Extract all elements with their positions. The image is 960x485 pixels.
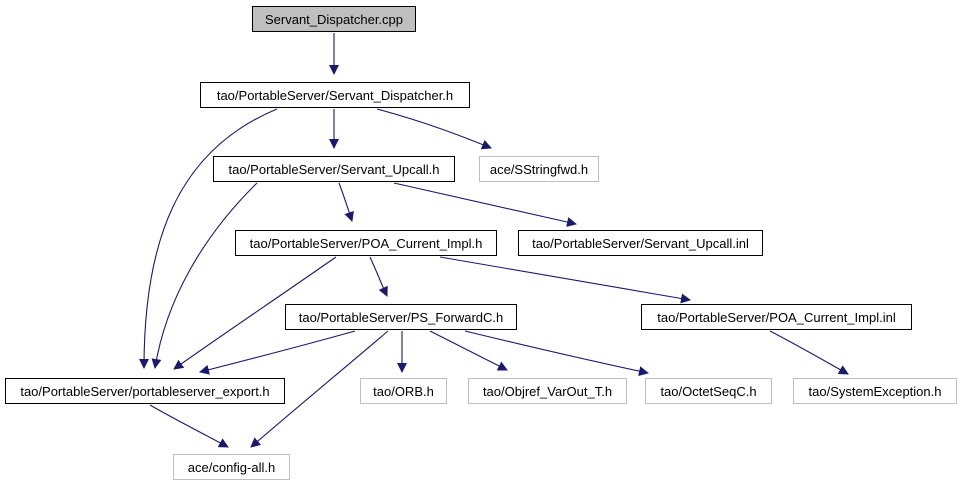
node-poa-current-impl-h[interactable]: tao/PortableServer/POA_Current_Impl.h <box>235 230 497 256</box>
node-poa-current-impl-inl[interactable]: tao/PortableServer/POA_Current_Impl.inl <box>641 304 912 330</box>
edge-portableserver-export-h--config-all-h <box>149 404 229 448</box>
edge-servant-dispatcher-h--sstringfwd-h <box>376 108 492 150</box>
node-objref-varout-t-h: tao/Objref_VarOut_T.h <box>468 378 627 404</box>
node-orb-h: tao/ORB.h <box>360 378 447 404</box>
node-portableserver-export-h[interactable]: tao/PortableServer/portableserver_export… <box>5 378 285 404</box>
edge-poa-current-impl-h--ps-forwardc-h <box>369 256 388 297</box>
node-config-all-h: ace/config-all.h <box>173 454 290 480</box>
node-servant-upcall-inl[interactable]: tao/PortableServer/Servant_Upcall.inl <box>518 230 763 256</box>
node-servant-dispatcher-cpp: Servant_Dispatcher.cpp <box>252 6 416 32</box>
edge-poa-current-impl-h--poa-current-impl-inl <box>439 256 691 304</box>
edge-poa-current-impl-inl--systemexception-h <box>769 330 849 375</box>
edge-servant-upcall-h--portableserver-export-h <box>151 182 258 369</box>
node-ps-forwardc-h[interactable]: tao/PortableServer/PS_ForwardC.h <box>285 304 517 330</box>
node-servant-dispatcher-h[interactable]: tao/PortableServer/Servant_Dispatcher.h <box>200 82 470 108</box>
node-systemexception-h: tao/SystemException.h <box>793 378 957 404</box>
node-octetseqc-h: tao/OctetSeqC.h <box>645 378 772 404</box>
node-servant-upcall-h[interactable]: tao/PortableServer/Servant_Upcall.h <box>213 156 455 182</box>
edge-poa-current-impl-h--portableserver-export-h <box>173 256 337 370</box>
edge-ps-forwardc-h--config-all-h <box>250 330 389 448</box>
edge-servant-upcall-h--poa-current-impl-h <box>338 182 354 222</box>
edge-ps-forwardc-h--objref-varout-t-h <box>429 330 508 371</box>
edge-ps-forwardc-h--portableserver-export-h <box>199 330 356 375</box>
edge-servant-upcall-h--servant-upcall-inl <box>393 182 577 227</box>
edge-servant-dispatcher-h--portableserver-export-h <box>139 108 278 369</box>
edge-ps-forwardc-h--octetseqc-h <box>464 330 649 377</box>
node-sstringfwd-h: ace/SStringfwd.h <box>479 156 599 182</box>
